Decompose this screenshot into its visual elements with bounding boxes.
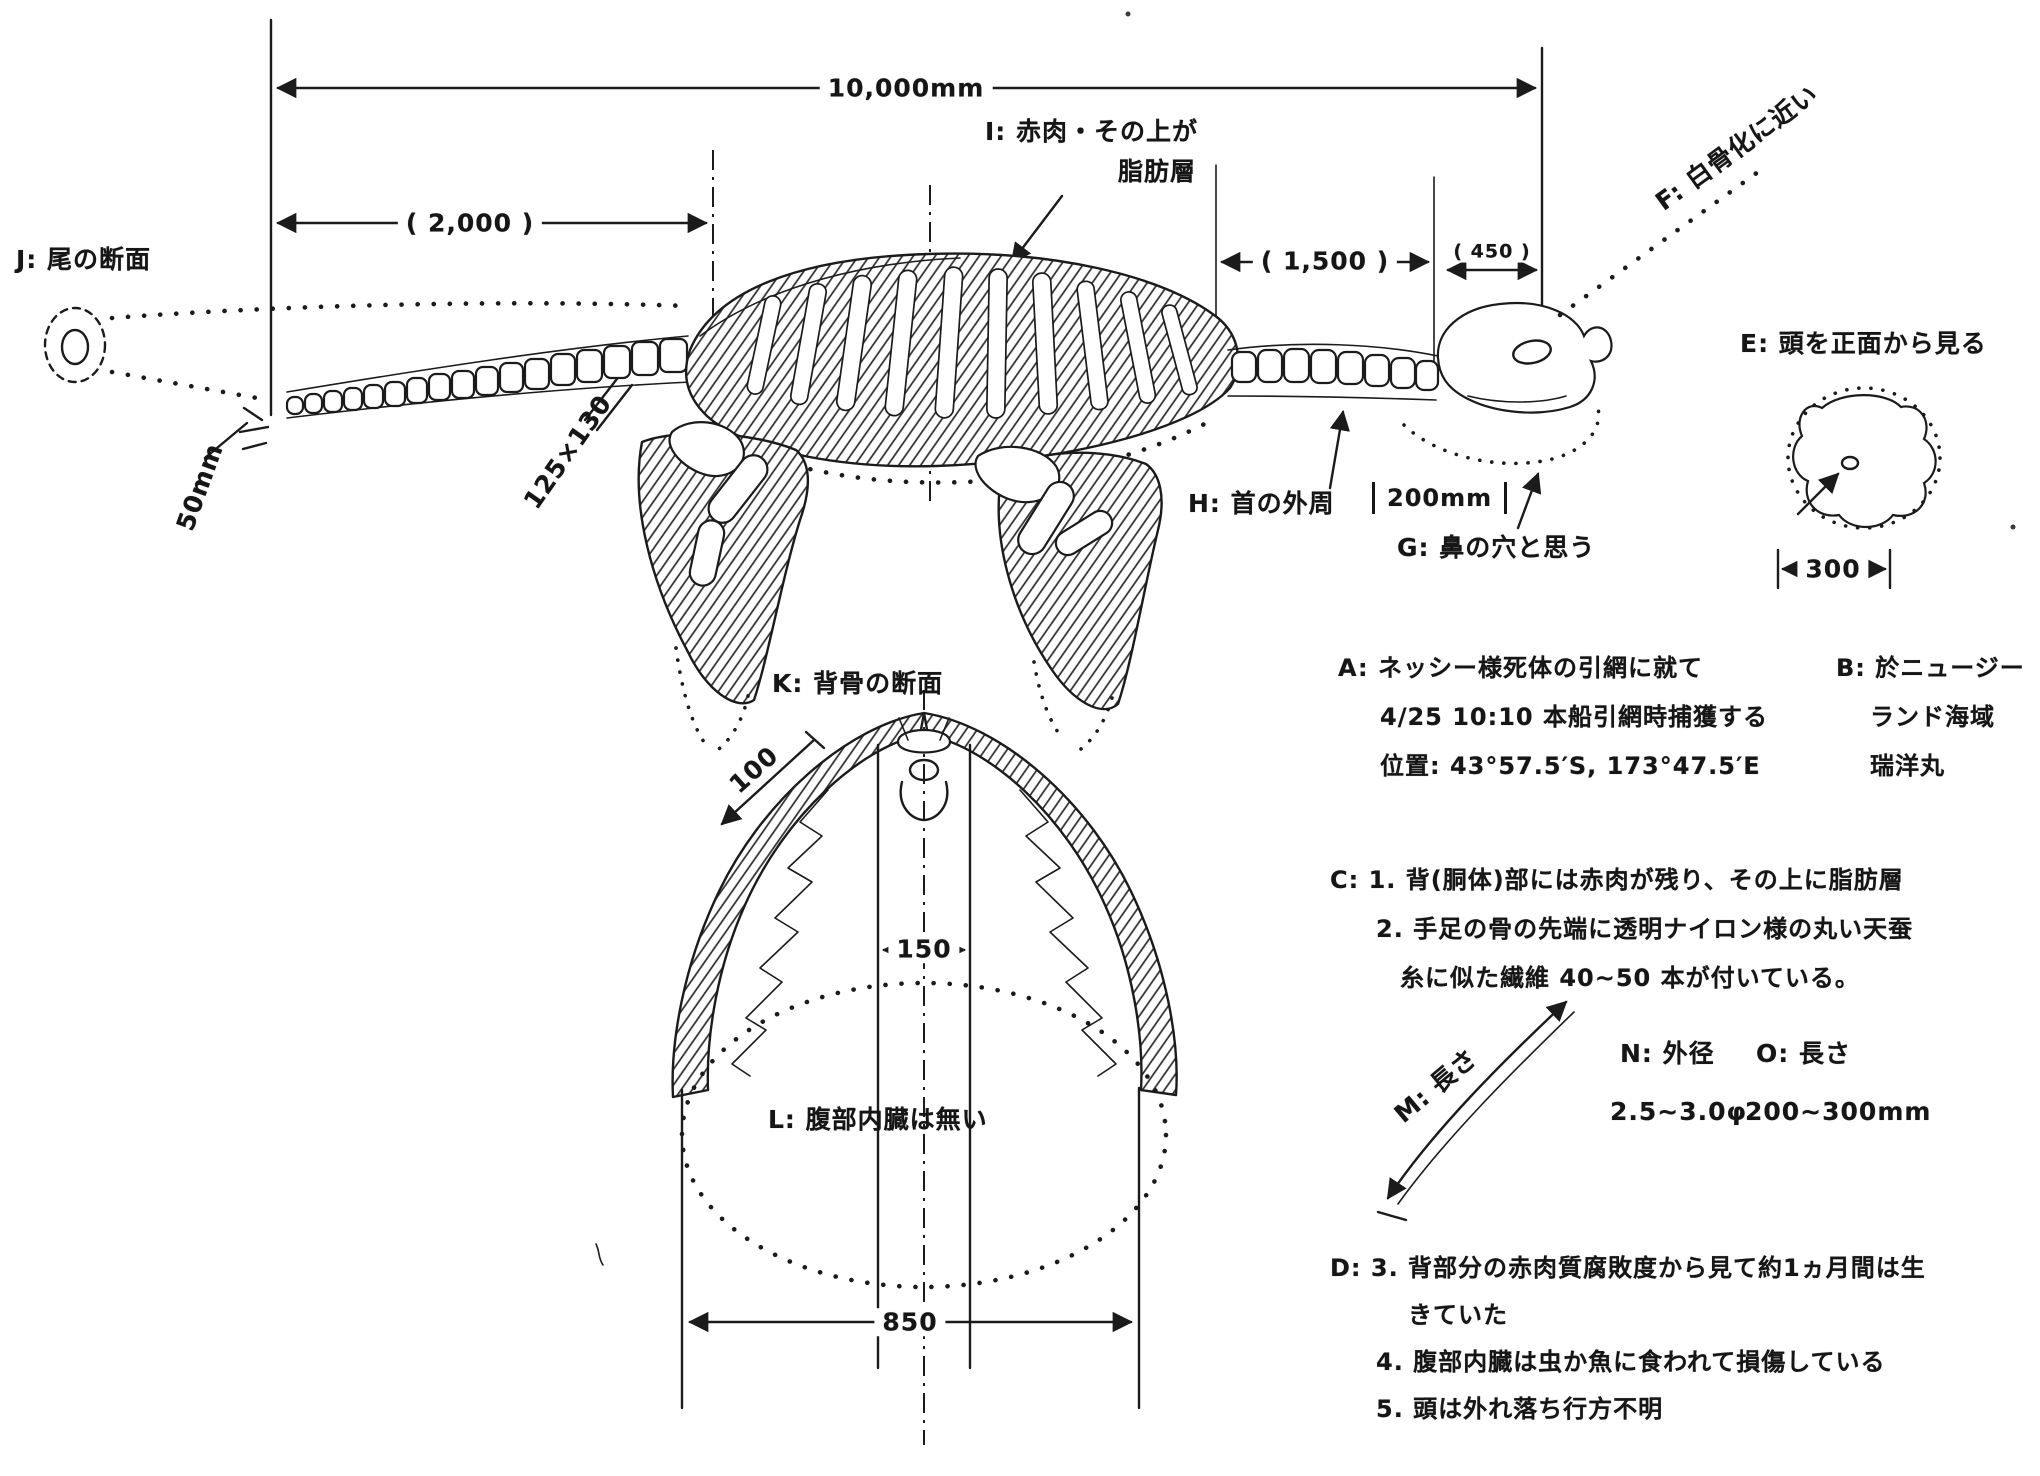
- tail-vertebrae: [285, 335, 693, 419]
- label-head-front: E: 頭を正面から見る: [1740, 329, 1987, 358]
- label-neck-girth: H: 首の外周: [1188, 489, 1335, 518]
- value-ray-diameter: 2.5~3.0φ: [1610, 1097, 1748, 1126]
- dim-overall-length: 10,000mm: [819, 74, 993, 102]
- note-block-c: C: 1. 背(胴体)部には赤肉が残り、その上に脂肪層 2. 手足の骨の先端に透…: [1330, 860, 1913, 993]
- note-a-line2: 4/25 10:10 本船引網時捕獲する: [1380, 703, 1768, 731]
- tail-cross-section-sketch: [43, 301, 691, 403]
- note-d-line3: 4. 腹部内臓は虫か魚に食われて損傷している: [1376, 1348, 1886, 1376]
- label-nostril: G: 鼻の穴と思う: [1397, 533, 1596, 562]
- note-c-line1: C: 1. 背(胴体)部には赤肉が残り、その上に脂肪層: [1330, 866, 1904, 894]
- rear-flipper: [974, 445, 1163, 756]
- note-d-line2: きていた: [1408, 1301, 1508, 1329]
- note-b-line3: 瑞洋丸: [1870, 752, 1945, 780]
- label-neck-girth-value-wrap: 200mm: [1372, 482, 1508, 515]
- dim-belly-width: 850: [874, 1308, 946, 1336]
- label-red-meat-line1: I: 赤肉・その上が: [985, 117, 1199, 146]
- fin-ray-sketch: [1376, 1000, 1575, 1222]
- dim-head-front-width: 300: [1797, 555, 1869, 583]
- note-d-line1: D: 3. 背部分の赤肉質腐敗度から見て約1ヵ月間は生: [1330, 1254, 1926, 1282]
- note-block-d: D: 3. 背部分の赤肉質腐敗度から見て約1ヵ月間は生 きていた 4. 腹部内臓…: [1330, 1248, 1926, 1424]
- note-c-line2: 2. 手足の骨の先端に透明ナイロン様の丸い天蚕: [1376, 915, 1914, 943]
- value-ray-length: 200~300mm: [1745, 1097, 1932, 1126]
- dim-tail-length: ( 2,000 ): [397, 209, 543, 237]
- note-b-line2: ランド海域: [1870, 703, 1995, 731]
- head: [1402, 169, 1761, 466]
- dim-spine-width: 150: [888, 935, 960, 963]
- note-b-line1: B: 於ニュージー: [1836, 654, 2025, 682]
- label-red-meat-line2: 脂肪層: [1118, 157, 1197, 186]
- note-a-line3: 位置: 43°57.5′S, 173°47.5′E: [1380, 752, 1761, 780]
- neck-vertebrae: [1227, 343, 1440, 401]
- front-flipper: [637, 421, 810, 756]
- label-ray-length2: O: 長さ: [1756, 1039, 1851, 1068]
- note-block-a: A: ネッシー様死体の引網に就て 4/25 10:10 本船引網時捕獲する 位置…: [1338, 648, 1768, 781]
- ventral-view: [671, 690, 1178, 1445]
- torso: [684, 252, 1240, 485]
- note-c-line3: 糸に似た繊維 40~50 本が付いている。: [1400, 964, 1860, 992]
- dim-neck-length: ( 1,500 ): [1252, 247, 1398, 275]
- label-no-organs: L: 腹部内臓は無い: [768, 1105, 988, 1134]
- note-block-b: B: 於ニュージー ランド海域 瑞洋丸: [1836, 648, 2025, 781]
- dim-head-length: ( 450 ): [1445, 241, 1539, 263]
- neck-girth-value: 200mm: [1372, 482, 1508, 515]
- label-spine-section: K: 背骨の断面: [772, 669, 944, 698]
- label-tail-section: J: 尾の断面: [16, 245, 152, 274]
- label-ray-diameter: N: 外径: [1620, 1039, 1715, 1068]
- note-d-line4: 5. 頭は外れ落ち行方不明: [1376, 1395, 1664, 1423]
- note-a-line1: A: ネッシー様死体の引網に就て: [1338, 654, 1703, 682]
